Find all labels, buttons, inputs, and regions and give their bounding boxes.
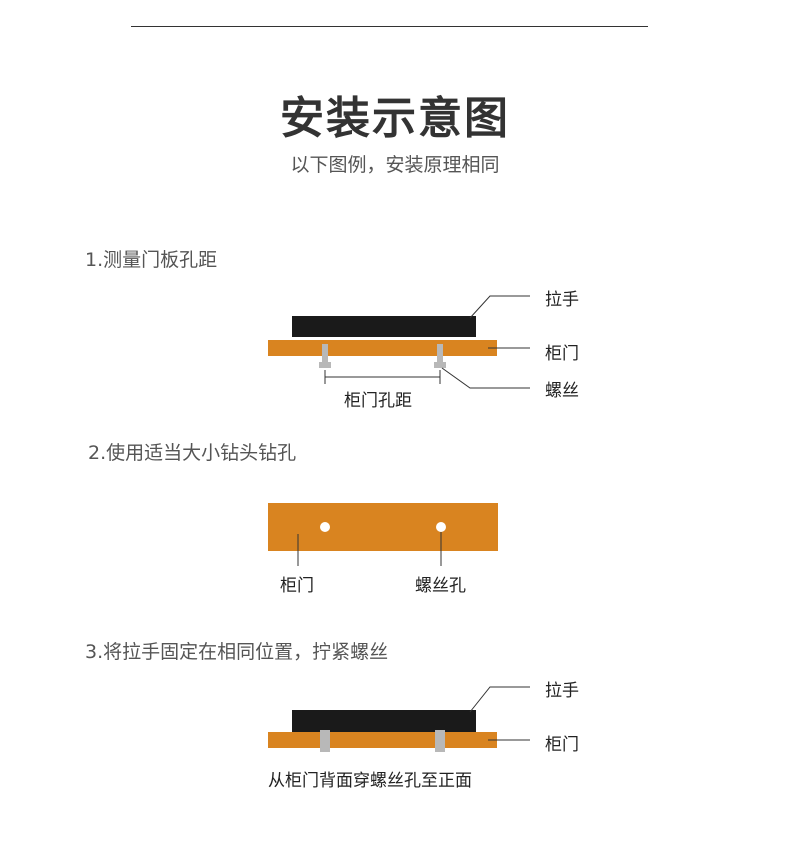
step-3-title: 3.将拉手固定在相同位置，拧紧螺丝: [85, 641, 389, 663]
page-subtitle: 以下图例，安装原理相同: [290, 154, 500, 176]
step-1-handle: [292, 316, 476, 337]
step-3-screw-right: [435, 730, 445, 752]
step-1-title: 1.测量门板孔距: [85, 249, 218, 271]
top-divider: [131, 26, 648, 27]
step-3-label-door: 柜门: [545, 735, 579, 755]
step-1-screw-right-head: [434, 362, 446, 368]
step-1-label-distance: 柜门孔距: [344, 391, 412, 411]
step-1-screw-right-shank: [437, 344, 443, 362]
step-2-label-hole: 螺丝孔: [415, 576, 466, 596]
step-1-label-door: 柜门: [545, 344, 579, 364]
step-3-handle: [292, 710, 476, 732]
page-title: 安装示意图: [280, 93, 510, 144]
step-2-hole-left: [320, 522, 330, 532]
step-2-title: 2.使用适当大小钻头钻孔: [88, 442, 297, 464]
step-2-label-door: 柜门: [280, 576, 314, 596]
step-3-caption: 从柜门背面穿螺丝孔至正面: [268, 771, 472, 791]
step-3-screw-left: [320, 730, 330, 752]
step-1-screw-left-head: [319, 362, 331, 368]
step-2-hole-right: [436, 522, 446, 532]
step-3-label-handle: 拉手: [545, 681, 579, 701]
step-1-label-handle: 拉手: [545, 290, 579, 310]
step-1-screw-left-shank: [322, 344, 328, 362]
step-2-door: [268, 503, 498, 551]
step-1-label-screw: 螺丝: [545, 381, 579, 401]
